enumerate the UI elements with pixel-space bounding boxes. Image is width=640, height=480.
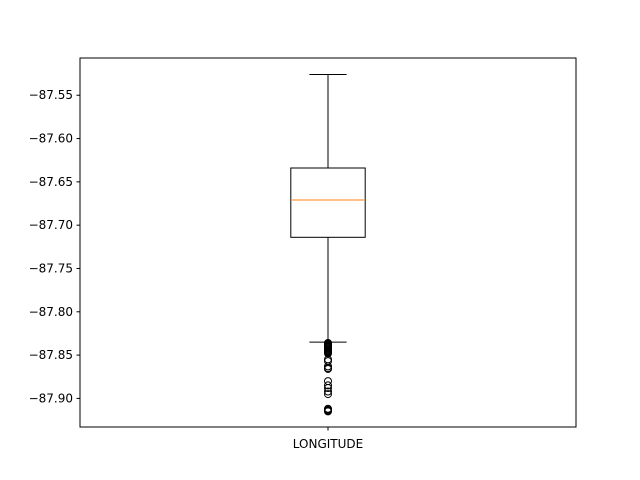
iqr-box: [290, 167, 366, 238]
x-axis: LONGITUDE: [293, 427, 363, 451]
y-tick-label: −87.65: [29, 175, 73, 189]
x-category-label: LONGITUDE: [293, 437, 363, 451]
outlier-point: [324, 349, 332, 358]
y-axis: −87.55 −87.60 −87.65 −87.70 −87.75 −87.80 −87.…: [29, 88, 80, 405]
y-tick-label: −87.70: [29, 218, 73, 232]
outlier-point: [324, 387, 332, 396]
chart-marks: [290, 73, 366, 416]
y-tick-label: −87.55: [29, 88, 73, 102]
outlier-point: [324, 407, 332, 416]
plot-frame: [79, 57, 577, 428]
outlier-point: [324, 364, 332, 373]
y-tick-label: −87.90: [29, 391, 73, 405]
y-tick-label: −87.85: [29, 348, 73, 362]
y-tick-label: −87.80: [29, 305, 73, 319]
outlier-point: [324, 384, 332, 393]
outlier-point: [324, 390, 332, 399]
y-tick-label: −87.75: [29, 261, 73, 275]
outlier-point: [324, 381, 332, 390]
y-tick-label: −87.60: [29, 132, 73, 146]
